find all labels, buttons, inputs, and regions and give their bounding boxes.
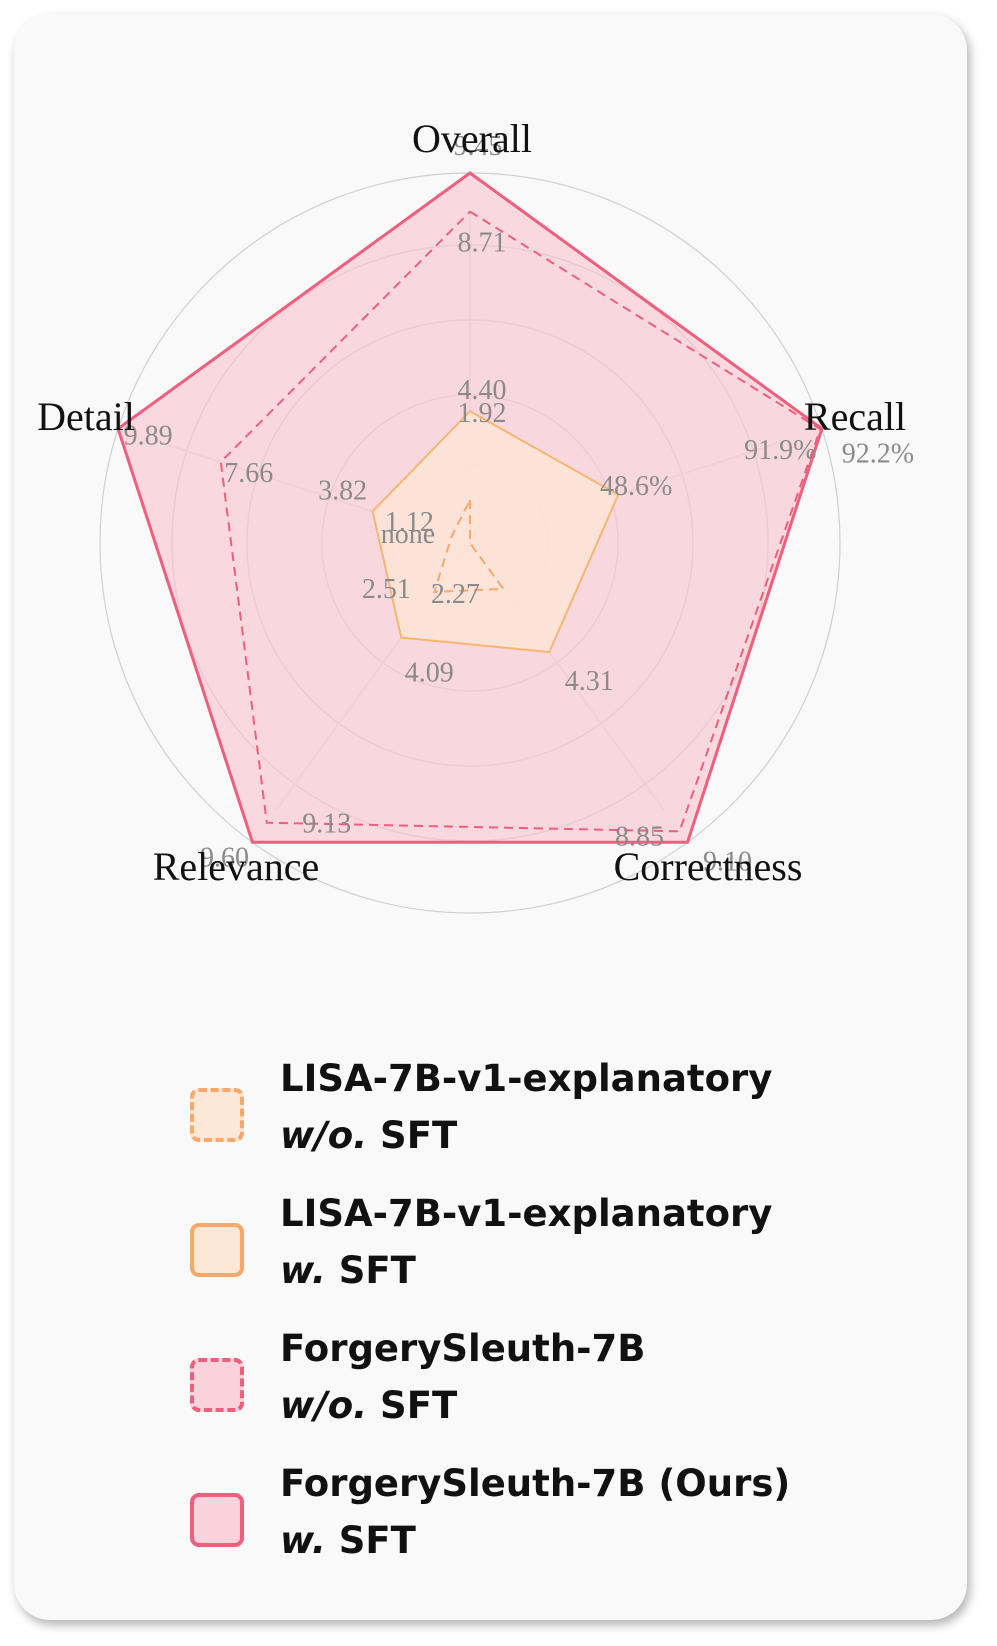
value-label: 2.27 bbox=[431, 579, 480, 610]
value-label: 4.40 bbox=[458, 375, 507, 406]
value-label: 4.31 bbox=[565, 666, 614, 697]
axis-label-overall: Overall bbox=[412, 116, 532, 161]
legend-label-rest: SFT bbox=[367, 1384, 458, 1427]
axis-label-detail: Detail bbox=[37, 394, 135, 439]
value-label: 3.82 bbox=[318, 475, 367, 506]
legend-swatch-forgerysleuth-wo-sft bbox=[190, 1358, 244, 1412]
value-label: 8.71 bbox=[458, 228, 507, 259]
legend-label-main: LISA-7B-v1-explanatory bbox=[280, 1057, 773, 1100]
legend-label-main: ForgerySleuth-7B (Ours) bbox=[280, 1462, 791, 1505]
value-label: 9.60 bbox=[200, 842, 249, 873]
legend-label-rest: SFT bbox=[325, 1249, 416, 1292]
legend-label-em: w/o. bbox=[280, 1384, 368, 1427]
legend-label-main: ForgerySleuth-7B bbox=[280, 1327, 646, 1370]
value-label: 8.85 bbox=[615, 821, 664, 852]
value-label: 1.92 bbox=[458, 398, 507, 429]
legend-label-em: w. bbox=[280, 1519, 326, 1562]
value-label: 9.10 bbox=[703, 846, 752, 877]
legend-label-em: w. bbox=[280, 1249, 326, 1292]
series-polygon-0 bbox=[433, 499, 506, 593]
legend-label-em: w/o. bbox=[280, 1114, 368, 1157]
axis-label-relevance: Relevance bbox=[153, 844, 320, 889]
value-label: 2.51 bbox=[362, 574, 411, 605]
radar-chart: 1.92 none 2.27 2.51 1.12 4.40 48.6% 4.31 4.09 3.8… bbox=[37, 116, 914, 914]
axis-label-recall: Recall bbox=[804, 394, 906, 439]
value-labels: 1.92 none 2.27 2.51 1.12 4.40 48.6% 4.31 4.09 3.8… bbox=[124, 131, 914, 877]
value-label: 9.89 bbox=[124, 421, 173, 452]
axis-label-correctness: Correctness bbox=[614, 844, 803, 889]
value-label: 91.9% bbox=[744, 435, 816, 466]
value-label: none bbox=[381, 519, 435, 550]
legend-label-rest: SFT bbox=[325, 1519, 416, 1562]
value-label: 4.09 bbox=[405, 658, 454, 689]
value-label: 1.12 bbox=[385, 507, 434, 538]
value-label: 9.45 bbox=[454, 131, 503, 162]
legend-label-rest: SFT bbox=[367, 1114, 458, 1157]
value-label: 48.6% bbox=[600, 471, 672, 502]
value-label: 7.66 bbox=[224, 458, 273, 489]
value-label: 9.13 bbox=[302, 809, 351, 840]
radar-series bbox=[116, 171, 824, 844]
value-label: 92.2% bbox=[842, 439, 914, 470]
legend-label-main: LISA-7B-v1-explanatory bbox=[280, 1192, 773, 1235]
legend-swatch-forgerysleuth-ours-w-sft bbox=[190, 1493, 244, 1547]
legend-swatch-lisa-wo-sft bbox=[190, 1088, 244, 1142]
legend-swatch-lisa-w-sft bbox=[190, 1223, 244, 1277]
